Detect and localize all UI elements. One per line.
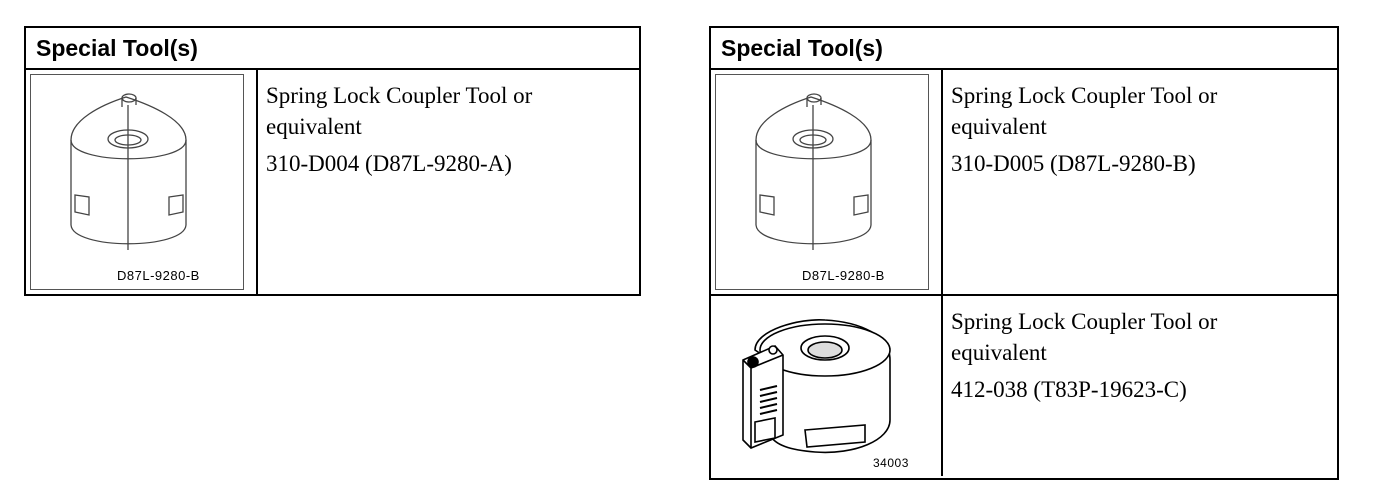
tool-row: D87L-9280-B Spring Lock Coupler Tool or … xyxy=(711,70,1337,294)
tool-name-cont: equivalent xyxy=(951,114,1047,139)
spring-lock-coupler-tool-icon xyxy=(70,93,187,250)
illustration-code-label: D87L-9280-B xyxy=(117,268,200,283)
table-header: Special Tool(s) xyxy=(26,28,639,70)
tool-illustration-cell: 34003 xyxy=(711,296,943,476)
illustration-code-label: D87L-9280-B xyxy=(802,268,885,283)
tool-illustration-cell: D87L-9280-B xyxy=(711,70,943,294)
tool-name: Spring Lock Coupler Tool or xyxy=(266,83,533,108)
spring-lock-coupler-tool-icon xyxy=(755,93,872,250)
tool-illustration-frame: D87L-9280-B xyxy=(30,74,244,290)
tool-name: Spring Lock Coupler Tool or xyxy=(951,309,1218,334)
table-header: Special Tool(s) xyxy=(711,28,1337,70)
spring-lock-coupler-clamp-tool-icon xyxy=(742,319,891,454)
tool-row: 34003 Spring Lock Coupler Tool or equiva… xyxy=(711,294,1337,476)
tool-part-number: 412-038 (T83P-19623-C) xyxy=(951,377,1187,402)
tool-description-cell: Spring Lock Coupler Tool or equivalent 3… xyxy=(258,70,639,294)
tool-illustration-cell: D87L-9280-B xyxy=(26,70,258,294)
tool-illustration-frame: D87L-9280-B xyxy=(715,74,929,290)
tool-description-cell: Spring Lock Coupler Tool or equivalent 3… xyxy=(943,70,1337,294)
tool-name-cont: equivalent xyxy=(951,340,1047,365)
special-tools-table-right: Special Tool(s) xyxy=(709,26,1339,480)
special-tools-table-left: Special Tool(s) xyxy=(24,26,641,296)
tool-description-cell: Spring Lock Coupler Tool or equivalent 4… xyxy=(943,296,1337,476)
tool-illustration-frame: 34003 xyxy=(715,300,929,472)
tool-name-cont: equivalent xyxy=(266,114,362,139)
tool-part-number: 310-D005 (D87L-9280-B) xyxy=(951,151,1196,176)
tool-row: D87L-9280-B Spring Lock Coupler Tool or … xyxy=(26,70,639,294)
tool-name: Spring Lock Coupler Tool or xyxy=(951,83,1218,108)
illustration-code-label: 34003 xyxy=(873,456,909,470)
tool-part-number: 310-D004 (D87L-9280-A) xyxy=(266,151,512,176)
